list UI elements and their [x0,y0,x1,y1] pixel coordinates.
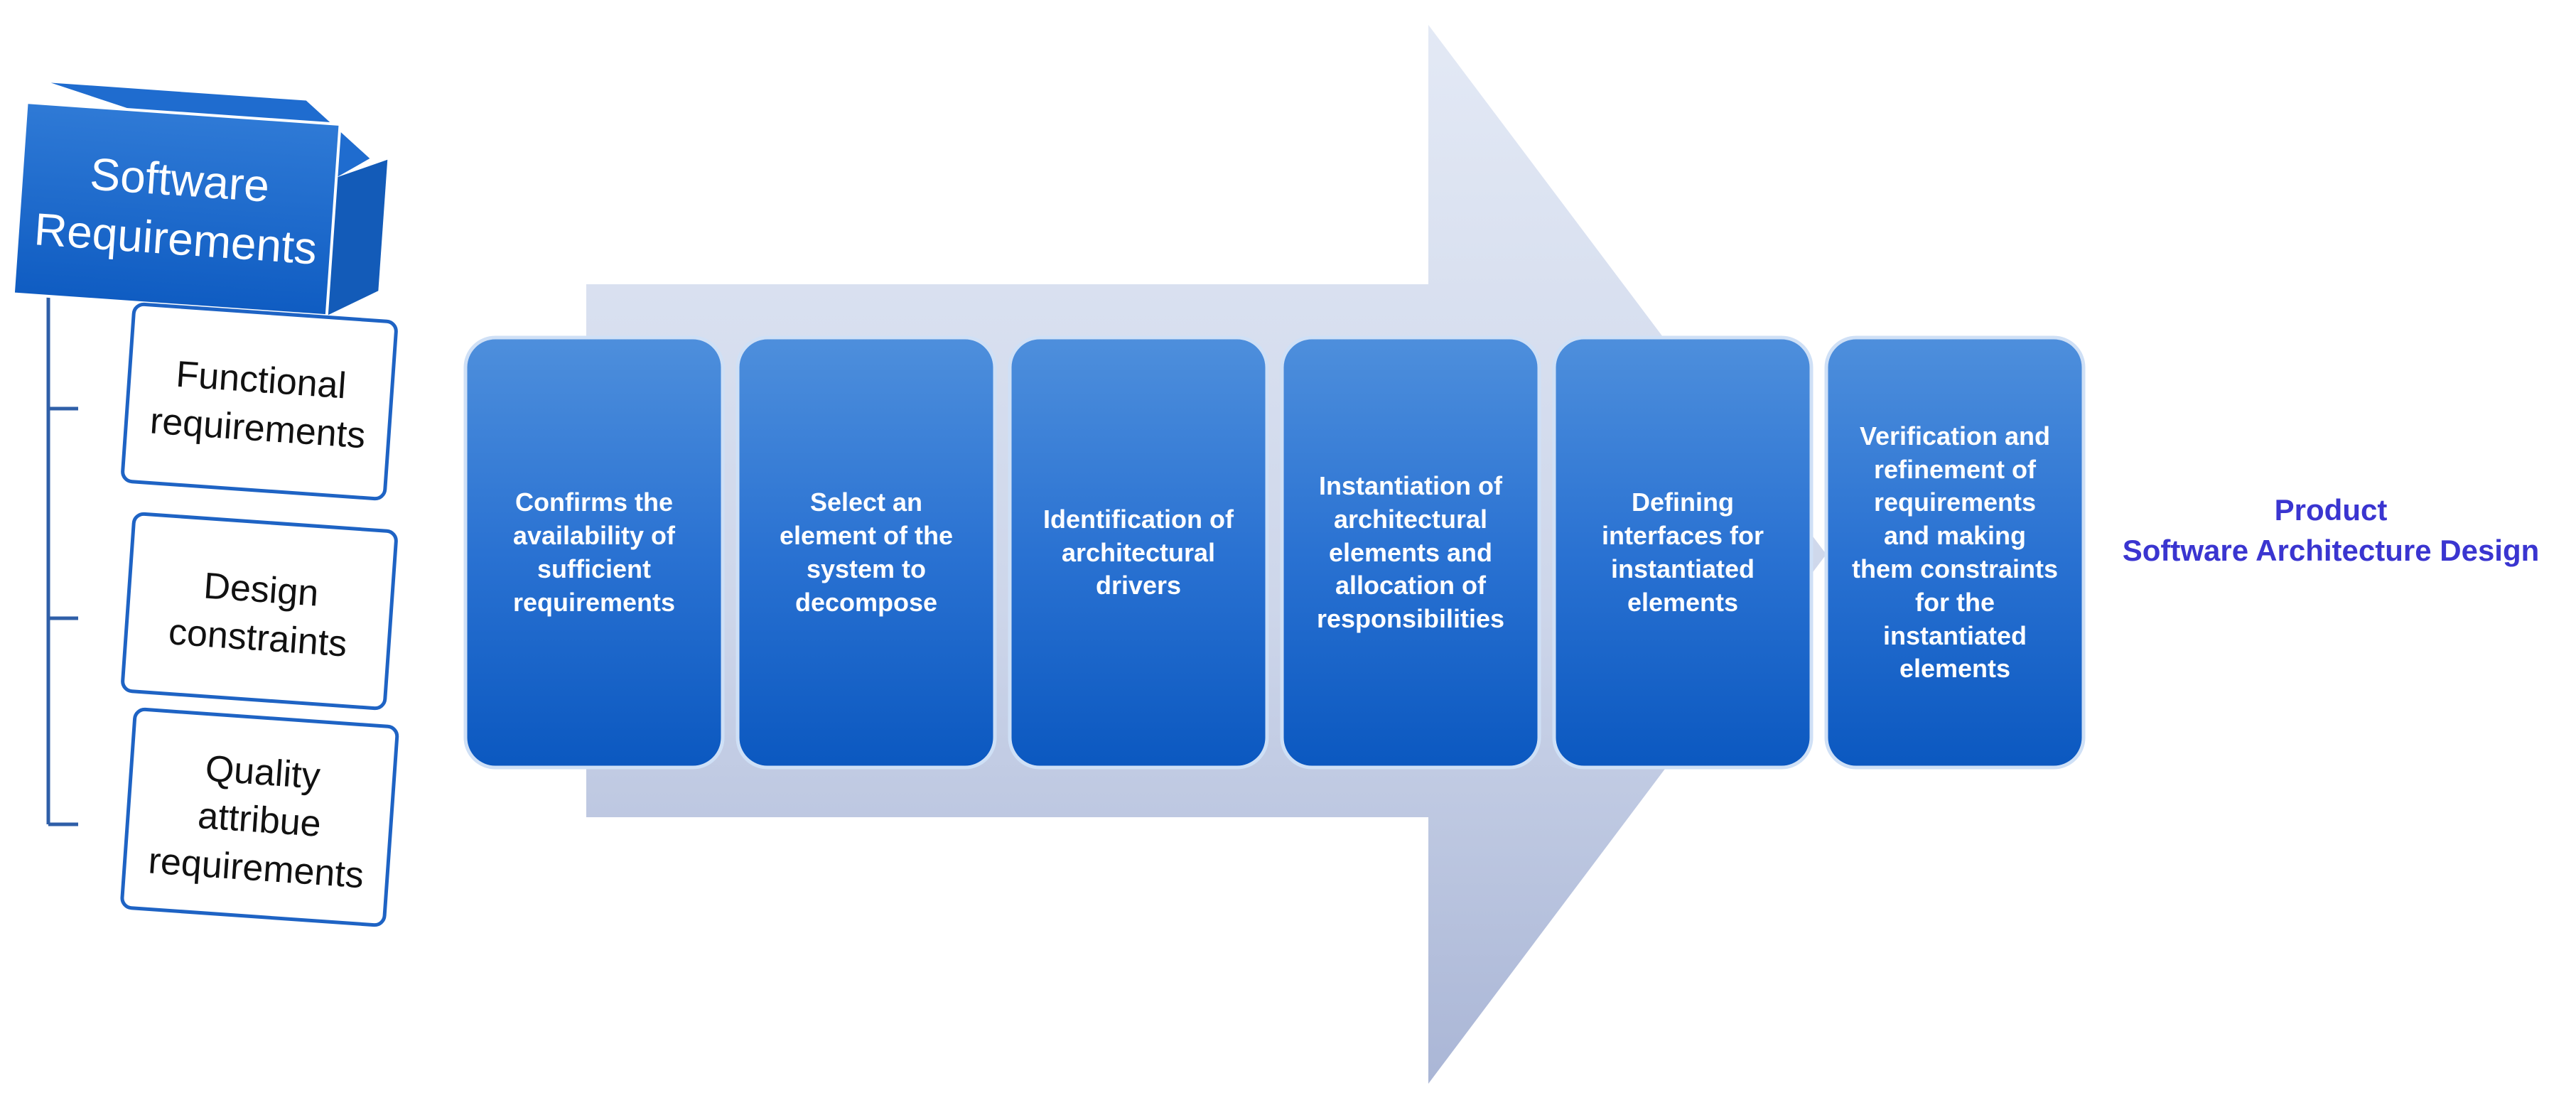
step-label-3: Identification of architectural drivers [1043,504,1234,600]
step-box-3 [1008,335,1269,770]
software-architecture-design-label: Software Architecture Design [2122,533,2540,567]
step-label-5: Defining interfaces for instantiated ele… [1601,487,1764,617]
req-item-functional: Functional requirements [149,354,367,457]
requirements-title: Software Requirements [32,148,319,274]
req-item-box-2 [121,512,398,711]
product-output-label: Product Software Architecture Design [2089,490,2572,571]
step-label-6: Verification and refinement of requireme… [1851,421,2059,684]
step-box-5 [1552,335,1814,770]
step-box-6 [1824,335,2086,770]
req-item-design-constraints: Design constraints [167,565,349,665]
step-box-2 [735,335,997,770]
step-label-2: Select an element of the system to decom… [779,487,954,617]
req-item-box-1 [121,302,398,501]
step-label-4: Instantiation of architectural elements … [1316,471,1505,634]
step-box-1 [463,335,725,770]
step-box-4 [1280,335,1541,770]
req-item-quality-attribute: Quality attribue requirements [146,748,365,897]
req-item-box-3 [120,707,399,927]
product-label: Product [2274,493,2388,527]
step-label-1: Confirms the availability of sufficient … [512,487,676,617]
